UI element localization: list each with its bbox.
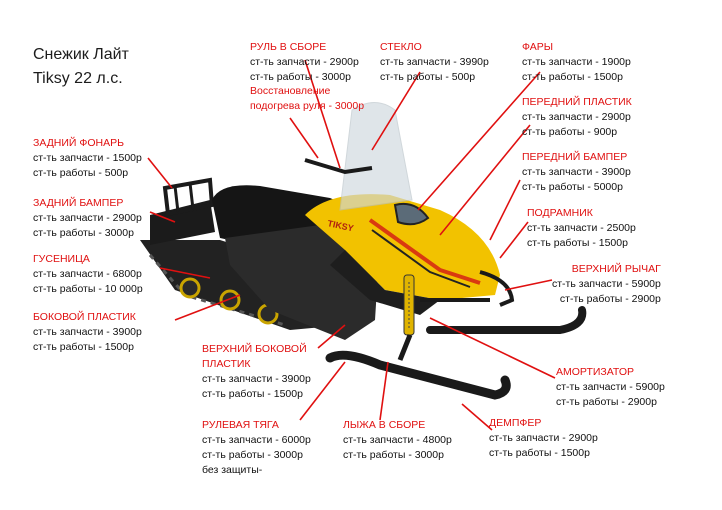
part-track: ГУСЕНИЦА ст-ть запчасти - 6800р ст-ть ра… [33, 253, 143, 295]
part-steering-rod: РУЛЕВАЯ ТЯГА ст-ть запчасти - 6000р ст-т… [202, 419, 311, 476]
part-shock-absorber: АМОРТИЗАТОР ст-ть запчасти - 5900р ст-ть… [556, 366, 665, 408]
part-damper: ДЕМПФЕР ст-ть запчасти - 2900р ст-ть раб… [489, 417, 598, 459]
part-handlebar-heating: Восстановление подогрева руля - 3000р [250, 85, 365, 112]
part-side-plastic: БОКОВОЙ ПЛАСТИК ст-ть запчасти - 3900р с… [33, 311, 142, 353]
ski-left [426, 306, 587, 334]
part-headlights: ФАРЫ ст-ть запчасти - 1900р ст-ть работы… [522, 41, 631, 83]
part-upper-arm: ВЕРХНИЙ РЫЧАГ ст-ть запчасти - 5900р ст-… [552, 263, 661, 305]
part-name: РУЛЬ В СБОРЕ [250, 41, 327, 53]
rear-rack [150, 177, 215, 245]
model-name: Снежик Лайт [33, 46, 129, 63]
part-upper-side-plastic: ВЕРХНИЙ БОКОВОЙ ПЛАСТИК ст-ть запчасти -… [202, 343, 311, 400]
part-ski-assembly: ЛЫЖА В СБОРЕ ст-ть запчасти - 4800р ст-т… [343, 419, 452, 461]
handlebar [304, 158, 373, 175]
headlight [393, 202, 430, 226]
part-rear-bumper: ЗАДНИЙ БАМПЕР ст-ть запчасти - 2900р ст-… [33, 197, 142, 239]
front-bumper [479, 270, 515, 307]
model-title: Снежик Лайт Tiksy 22 л.с. [33, 43, 129, 91]
callout-lines [147, 59, 556, 431]
ski-right [325, 350, 511, 400]
part-handlebar: РУЛЬ В СБОРЕ ст-ть запчасти - 2900р ст-т… [250, 41, 359, 83]
part-front-plastic: ПЕРЕДНИЙ ПЛАСТИК ст-ть запчасти - 2900р … [522, 96, 632, 138]
model-spec: Tiksy 22 л.с. [33, 70, 123, 87]
windshield [339, 102, 413, 211]
part-subframe: ПОДРАМНИК ст-ть запчасти - 2500р ст-ть р… [527, 207, 636, 249]
part-front-bumper: ПЕРЕДНИЙ БАМПЕР ст-ть запчасти - 3900р с… [522, 151, 631, 193]
part-windshield: СТЕКЛО ст-ть запчасти - 3990р ст-ть рабо… [380, 41, 489, 83]
part-rear-light: ЗАДНИЙ ФОНАРЬ ст-ть запчасти - 1500р ст-… [33, 137, 142, 179]
